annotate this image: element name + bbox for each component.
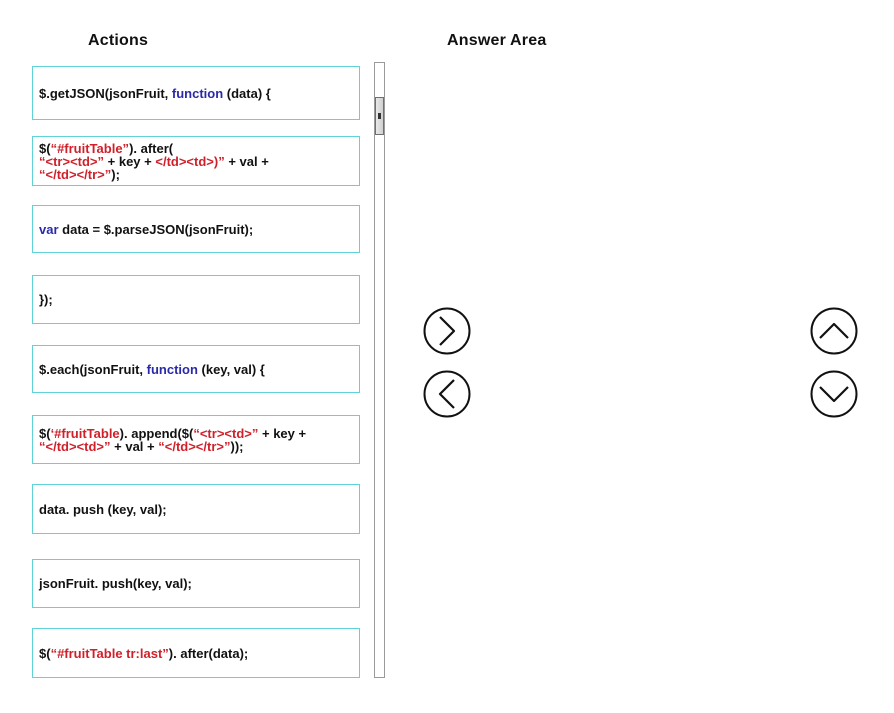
code-text: $.each(jsonFruit,: [39, 361, 147, 377]
code-text: (data) {: [223, 85, 271, 101]
action-code: $(“#fruitTable”). after( “<tr><td>” + key…: [39, 142, 269, 181]
actions-scrollbar[interactable]: [374, 62, 385, 678]
move-right-button[interactable]: [423, 307, 471, 355]
code-string: “#fruitTable tr:last”: [50, 645, 169, 661]
code-string: ‘#fruitTable: [50, 425, 120, 441]
action-item[interactable]: $(“#fruitTable tr:last”). after(data);: [32, 628, 360, 678]
chevron-right-icon: [423, 307, 471, 355]
action-item[interactable]: $.each(jsonFruit, function (key, val) {: [32, 345, 360, 393]
code-string: “<tr><td>”: [193, 425, 259, 441]
code-text: ));: [230, 438, 244, 454]
chevron-down-icon: [810, 370, 858, 418]
code-keyword: function: [146, 361, 198, 377]
action-code: var data = $.parseJSON(jsonFruit);: [39, 223, 253, 236]
code-text: + key +: [258, 425, 307, 441]
code-text: ). after(: [129, 140, 174, 156]
code-text: (key, val) {: [197, 361, 265, 377]
code-keyword: var: [39, 221, 59, 237]
code-text: + key +: [104, 153, 156, 169]
action-code: $(“#fruitTable tr:last”). after(data);: [39, 647, 248, 660]
code-text: data = $.parseJSON(jsonFruit);: [58, 221, 254, 237]
code-string: </td><td>)”: [155, 153, 225, 169]
code-string: “<tr><td>”: [39, 153, 105, 169]
action-code: $.getJSON(jsonFruit, function (data) {: [39, 87, 271, 100]
action-item[interactable]: $(“#fruitTable”). after( “<tr><td>” + key…: [32, 136, 360, 186]
action-code: data. push (key, val);: [39, 503, 167, 516]
action-item[interactable]: var data = $.parseJSON(jsonFruit);: [32, 205, 360, 253]
code-text: data. push (key, val);: [39, 501, 167, 517]
answer-area-heading: Answer Area: [447, 32, 547, 49]
code-text: $.getJSON(jsonFruit,: [39, 85, 172, 101]
code-string: “</td></tr>”: [39, 166, 112, 182]
scrollbar-thumb[interactable]: [375, 97, 384, 135]
chevron-up-icon: [810, 307, 858, 355]
code-text: + val +: [224, 153, 269, 169]
action-code: $(‘#fruitTable). append($(“<tr><td>” + k…: [39, 427, 306, 453]
action-item[interactable]: $(‘#fruitTable). append($(“<tr><td>” + k…: [32, 415, 360, 464]
code-string: “</td><td>”: [39, 438, 111, 454]
code-text: jsonFruit. push(key, val);: [39, 576, 192, 591]
code-text: ). after(data);: [168, 645, 249, 661]
move-left-button[interactable]: [423, 370, 471, 418]
action-item[interactable]: jsonFruit. push(key, val);: [32, 559, 360, 608]
move-up-button[interactable]: [810, 307, 858, 355]
code-text: $(: [39, 425, 51, 441]
code-text: });: [39, 292, 53, 307]
code-string: “#fruitTable”: [50, 140, 130, 156]
action-item[interactable]: });: [32, 275, 360, 324]
code-keyword: function: [171, 85, 224, 101]
action-item[interactable]: data. push (key, val);: [32, 484, 360, 534]
code-text: ). append($(: [119, 425, 194, 441]
action-item[interactable]: $.getJSON(jsonFruit, function (data) {: [32, 66, 360, 120]
code-text: + val +: [110, 438, 159, 454]
actions-heading: Actions: [88, 32, 149, 49]
code-text: $(: [39, 140, 51, 156]
scrollbar-grip-icon: [378, 113, 381, 119]
code-text: $(: [39, 645, 51, 661]
move-down-button[interactable]: [810, 370, 858, 418]
action-code: });: [39, 293, 53, 306]
code-text: );: [111, 166, 120, 182]
action-code: jsonFruit. push(key, val);: [39, 577, 192, 590]
chevron-left-icon: [423, 370, 471, 418]
action-code: $.each(jsonFruit, function (key, val) {: [39, 363, 265, 376]
code-string: “</td></tr>”: [158, 438, 231, 454]
